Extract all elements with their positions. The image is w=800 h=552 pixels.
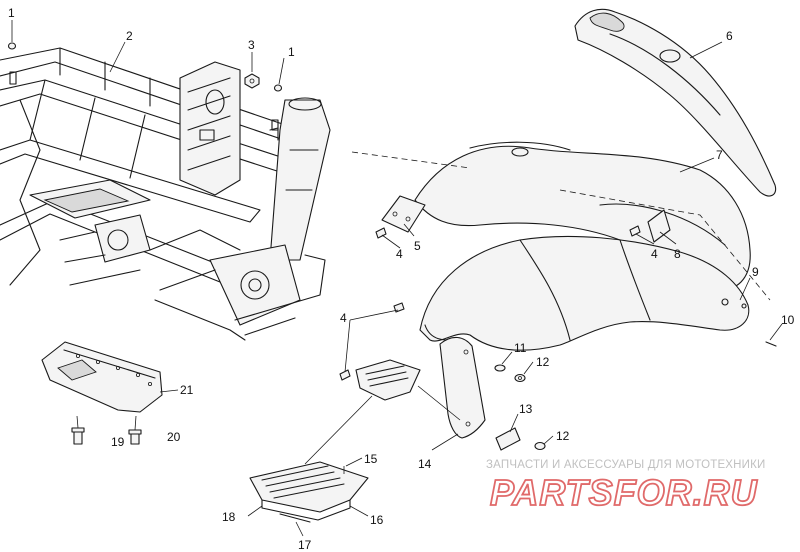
callout-15: 15 [364, 452, 378, 466]
plate [495, 427, 521, 451]
callout-19: 19 [111, 435, 125, 449]
leader-lines [11, 20, 783, 537]
callout-4-right: 4 [651, 247, 658, 261]
watermark-logo: PARTSFOR.RU [490, 472, 758, 513]
frame-assembly [0, 47, 331, 341]
callout-18: 18 [222, 510, 236, 524]
callout-21: 21 [180, 383, 194, 397]
bracket-right [647, 209, 671, 243]
footrest [249, 461, 369, 523]
washers [494, 364, 546, 451]
callout-16: 16 [370, 513, 384, 527]
callout-9: 9 [752, 265, 759, 279]
callout-4-left: 4 [396, 247, 403, 261]
rear-seat-cover [574, 8, 777, 197]
callout-6: 6 [726, 29, 733, 43]
callout-17: 17 [298, 538, 312, 552]
callout-20: 20 [167, 430, 181, 444]
alignment-line [351, 151, 771, 301]
callout-10: 10 [781, 313, 795, 327]
fender-assembly [419, 235, 750, 351]
footrest-bracket [355, 359, 421, 401]
callout-2: 2 [126, 29, 133, 43]
callout-7: 7 [716, 148, 723, 162]
callout-13: 13 [519, 402, 533, 416]
callout-8: 8 [674, 247, 681, 261]
callout-4-lower: 4 [340, 311, 347, 325]
callout-3: 3 [248, 38, 255, 52]
callout-14: 14 [418, 457, 432, 471]
callout-12-upper: 12 [536, 355, 550, 369]
screw-parts [7, 42, 283, 92]
mud-flap [439, 336, 486, 439]
callout-12-lower: 12 [556, 429, 570, 443]
callouts: 1 2 3 1 6 7 4 5 4 8 9 10 4 11 12 21 13 1… [8, 6, 795, 552]
callout-5: 5 [414, 239, 421, 253]
bracket [381, 195, 426, 233]
bolts [71, 427, 142, 445]
callout-1-top-left: 1 [8, 6, 15, 20]
watermark-caption: ЗАПЧАСТИ И АКСЕССУАРЫ ДЛЯ МОТОТЕХНИКИ [486, 459, 766, 471]
callout-1-top-center: 1 [288, 45, 295, 59]
watermark: ЗАПЧАСТИ И АКСЕССУАРЫ ДЛЯ МОТОТЕХНИКИ PA… [486, 459, 766, 514]
skid-plate [41, 341, 163, 413]
callout-11: 11 [514, 341, 527, 355]
